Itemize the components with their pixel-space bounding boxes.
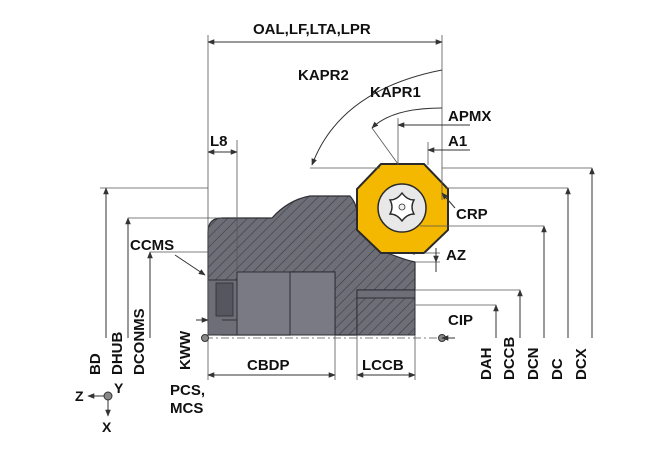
label-axis-y: Y <box>114 380 124 396</box>
label-kapr2: KAPR2 <box>298 67 349 84</box>
label-apmx: APMX <box>448 108 491 125</box>
label-az: AZ <box>446 247 466 264</box>
label-kww: KWW <box>177 330 194 370</box>
label-axis-x: X <box>102 419 112 435</box>
label-mcs: MCS <box>170 400 203 417</box>
label-l8: L8 <box>210 133 228 150</box>
body-keyway-inner <box>215 282 234 317</box>
label-axis-z: Z <box>75 388 84 404</box>
label-ccms: CCMS <box>130 237 174 254</box>
label-bd: BD <box>87 353 104 375</box>
label-lccb: LCCB <box>362 357 404 374</box>
label-dconms: DCONMS <box>131 308 148 375</box>
label-dhub: DHUB <box>109 332 126 375</box>
label-cip: CIP <box>448 312 473 329</box>
label-dccb: DCCB <box>501 337 518 380</box>
body-bore <box>236 271 291 336</box>
label-dah: DAH <box>478 348 495 381</box>
tool-body <box>207 195 416 336</box>
label-dc: DC <box>549 358 566 380</box>
octagon-insert <box>356 163 449 254</box>
label-a1: A1 <box>448 133 467 150</box>
body-counterbore <box>289 271 336 336</box>
label-crp: CRP <box>456 206 488 223</box>
body-hub-bore <box>356 297 416 336</box>
label-dcn: DCN <box>525 348 542 381</box>
dimension-lines <box>103 39 595 378</box>
label-dcx: DCX <box>573 348 590 380</box>
label-pcs: PCS, <box>170 382 205 399</box>
label-oal: OAL,LF,LTA,LPR <box>253 21 371 38</box>
label-kapr1: KAPR1 <box>370 84 421 101</box>
coordinate-axis-icon <box>87 391 113 417</box>
dimension-labels: OAL,LF,LTA,LPR KAPR2 KAPR1 APMX A1 L8 CR… <box>75 21 590 435</box>
label-cbdp: CBDP <box>247 357 290 374</box>
